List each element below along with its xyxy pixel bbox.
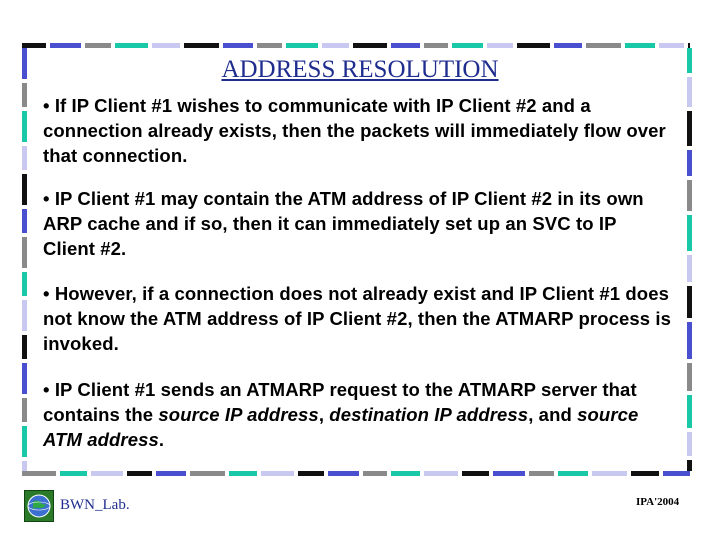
border-segment <box>22 335 27 359</box>
bullet-2: • IP Client #1 may contain the ATM addre… <box>43 186 673 261</box>
border-segment <box>452 43 483 48</box>
border-segment <box>22 174 27 205</box>
italic-term: source IP address <box>158 404 319 425</box>
border-segment <box>554 43 582 48</box>
border-segment <box>223 43 253 48</box>
border-segment <box>687 150 692 176</box>
border-segment <box>22 209 27 233</box>
border-segment <box>625 43 655 48</box>
border-segment <box>152 43 180 48</box>
border-segment <box>353 43 387 48</box>
border-segment <box>592 471 627 476</box>
border-segment <box>687 77 692 107</box>
border-segment <box>663 471 690 476</box>
border-segment <box>184 43 219 48</box>
border-segment <box>22 471 56 476</box>
border-segment <box>424 471 458 476</box>
border-segment <box>22 237 27 268</box>
text-run: . <box>158 429 165 450</box>
border-segment <box>687 460 692 471</box>
border-segment <box>687 215 692 251</box>
bullet-text: • If IP Client #1 wishes to communicate … <box>43 93 673 168</box>
border-segment <box>687 322 692 359</box>
border-segment <box>85 43 111 48</box>
border-segment <box>424 43 448 48</box>
border-segment <box>22 272 27 296</box>
text-run: • IP Client #1 may contain the ATM addre… <box>43 188 644 259</box>
border-segment <box>487 43 513 48</box>
border-segment <box>127 471 152 476</box>
border-segment <box>261 471 294 476</box>
border-segment <box>462 471 489 476</box>
text-run: , and <box>528 404 578 425</box>
slide-title: ADDRESS RESOLUTION <box>221 56 499 83</box>
border-segment <box>687 111 692 146</box>
border-segment <box>22 363 27 394</box>
border-segment <box>298 471 324 476</box>
border-segment <box>22 461 27 471</box>
border-segment <box>517 43 550 48</box>
bullet-3: • However, if a connection does not alre… <box>43 281 673 356</box>
border-segment <box>190 471 225 476</box>
border-segment <box>391 43 420 48</box>
border-segment <box>529 471 554 476</box>
border-segment <box>22 111 27 142</box>
border-segment <box>363 471 387 476</box>
text-run: , <box>318 404 330 425</box>
border-segment <box>687 363 692 391</box>
border-segment <box>91 471 123 476</box>
bullet-text: • However, if a connection does not alre… <box>43 281 673 356</box>
border-segment <box>328 471 359 476</box>
border-segment <box>586 43 621 48</box>
border-segment <box>558 471 588 476</box>
text-run: • If IP Client #1 wishes to communicate … <box>43 95 666 166</box>
bullet-text: • IP Client #1 sends an ATMARP request t… <box>43 377 673 452</box>
text-run: • However, if a connection does not alre… <box>43 283 672 354</box>
border-segment <box>687 255 692 282</box>
border-segment <box>286 43 318 48</box>
bullet-4: • IP Client #1 sends an ATMARP request t… <box>43 377 673 452</box>
italic-term: destination IP address <box>329 404 529 425</box>
border-segment <box>229 471 257 476</box>
event-label: IPA'2004 <box>636 496 680 508</box>
border-segment <box>322 43 349 48</box>
border-segment <box>687 286 692 318</box>
bullet-1: • If IP Client #1 wishes to communicate … <box>43 93 673 168</box>
lab-label: BWN_Lab. <box>60 497 130 513</box>
border-segment <box>391 471 420 476</box>
border-segment <box>257 43 282 48</box>
border-segment <box>687 395 692 428</box>
italic-term: source ATM address <box>43 404 639 450</box>
globe-logo-icon <box>24 490 54 522</box>
border-segment <box>50 43 81 48</box>
border-segment <box>659 43 684 48</box>
border-segment <box>687 432 692 456</box>
text-run: • IP Client #1 sends an ATMARP request t… <box>43 379 637 425</box>
border-segment <box>60 471 87 476</box>
border-segment <box>22 83 27 107</box>
border-segment <box>22 426 27 457</box>
border-segment <box>22 146 27 170</box>
border-segment <box>687 48 692 73</box>
border-segment <box>22 48 27 79</box>
border-segment <box>115 43 148 48</box>
border-segment <box>156 471 186 476</box>
border-segment <box>22 398 27 422</box>
border-segment <box>688 43 690 48</box>
border-segment <box>687 180 692 211</box>
border-segment <box>493 471 525 476</box>
bullet-text: • IP Client #1 may contain the ATM addre… <box>43 186 673 261</box>
border-segment <box>631 471 659 476</box>
border-segment <box>22 300 27 331</box>
border-segment <box>22 43 46 48</box>
